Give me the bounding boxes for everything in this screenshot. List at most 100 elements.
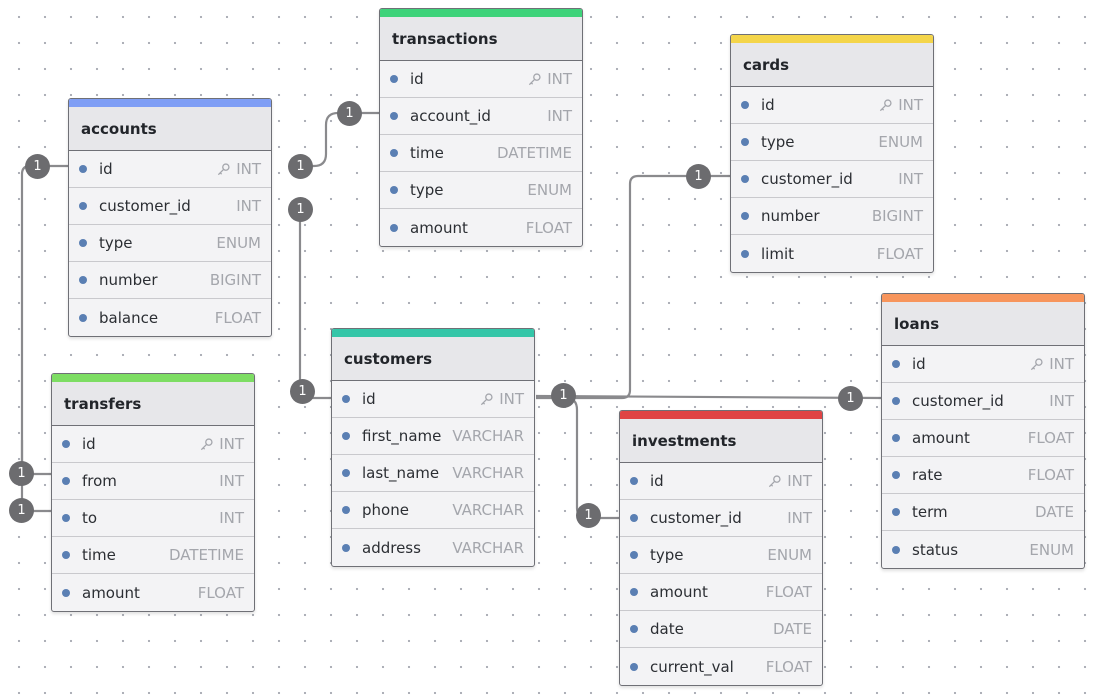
field-name: account_id (410, 107, 491, 125)
field-type: ENUM (527, 181, 572, 199)
field-type: DATETIME (168, 546, 244, 564)
field-dot-icon (630, 662, 638, 671)
field-type: FLOAT (1027, 429, 1074, 447)
table-color-bar (332, 329, 534, 337)
table-title: customers (332, 337, 534, 381)
field-dot-icon (390, 75, 398, 83)
cardinality-badge: 1 (686, 164, 711, 189)
field-row[interactable]: type ENUM (380, 172, 582, 209)
field-type: FLOAT (197, 583, 244, 602)
cardinality-badge: 1 (290, 379, 315, 404)
cardinality-badge: 1 (288, 154, 313, 179)
field-name: id (99, 160, 113, 178)
table-color-bar (882, 294, 1084, 302)
field-name: customer_id (650, 509, 742, 527)
field-type: FLOAT (525, 218, 572, 237)
field-name: type (99, 234, 133, 252)
field-dot-icon (630, 588, 638, 596)
field-name: status (912, 540, 959, 559)
field-name: type (650, 546, 684, 564)
cardinality-badge: 1 (9, 461, 34, 486)
field-dot-icon (892, 471, 900, 479)
field-name: id (410, 70, 424, 88)
field-dot-icon (630, 625, 638, 633)
table-color-bar (380, 9, 582, 17)
field-type: VARCHAR (452, 464, 524, 482)
table-color-bar (69, 99, 271, 107)
field-type: FLOAT (214, 308, 261, 327)
field-row[interactable]: amount FLOAT (620, 574, 822, 611)
field-name: id (82, 435, 96, 453)
field-name: id (761, 96, 775, 114)
field-dot-icon (79, 313, 87, 322)
field-name: type (410, 181, 444, 199)
key-icon (218, 162, 230, 175)
line-customers-loans (535, 394, 883, 400)
key-icon (201, 437, 213, 450)
field-dot-icon (741, 175, 749, 183)
cardinality-badge: 1 (551, 383, 576, 408)
field-dot-icon (62, 588, 70, 597)
field-type: FLOAT (765, 583, 812, 601)
table-color-bar (52, 374, 254, 382)
field-dot-icon (342, 432, 350, 440)
table-title: transfers (52, 382, 254, 426)
field-dot-icon (342, 469, 350, 477)
table-title: loans (882, 302, 1084, 346)
field-row[interactable]: id INT (380, 61, 582, 98)
table-title: investments (620, 419, 822, 463)
cardinality-badge: 1 (576, 503, 601, 528)
field-type: FLOAT (765, 657, 812, 676)
field-dot-icon (390, 223, 398, 232)
field-dot-icon (892, 508, 900, 516)
field-type: INT (547, 70, 572, 88)
key-icon (769, 474, 781, 487)
field-name: amount (650, 583, 708, 601)
field-dot-icon (630, 551, 638, 559)
field-name: id (650, 472, 664, 490)
field-type: DATE (772, 620, 812, 638)
field-name: customer_id (761, 170, 853, 188)
